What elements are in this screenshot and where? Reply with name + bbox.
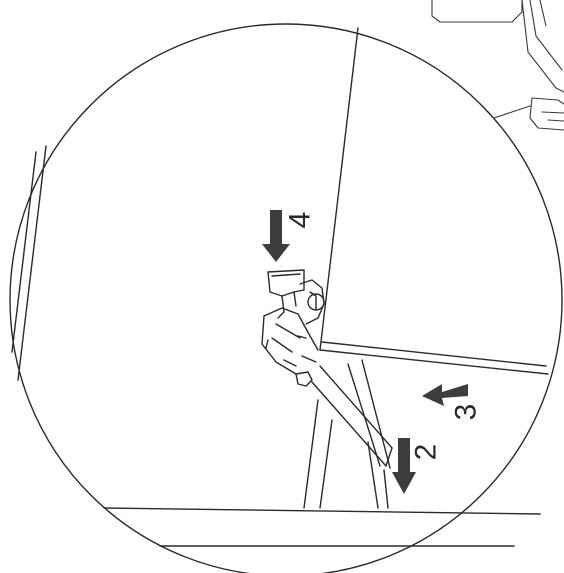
step-3-arrow-icon (422, 384, 468, 406)
top-panel (319, 27, 549, 375)
step-2-arrow-icon (392, 438, 416, 494)
step-3-label: 3 (450, 404, 483, 421)
overview-fragment (431, 0, 564, 131)
step-2-label: 2 (410, 444, 443, 461)
step-4-arrow-icon (262, 210, 290, 262)
left-panel (11, 145, 47, 381)
step-4-label: 4 (284, 212, 317, 229)
detail-circle (9, 23, 563, 573)
floor (103, 507, 541, 547)
leg-assembly (303, 359, 393, 509)
hinge-bracket (261, 269, 325, 387)
